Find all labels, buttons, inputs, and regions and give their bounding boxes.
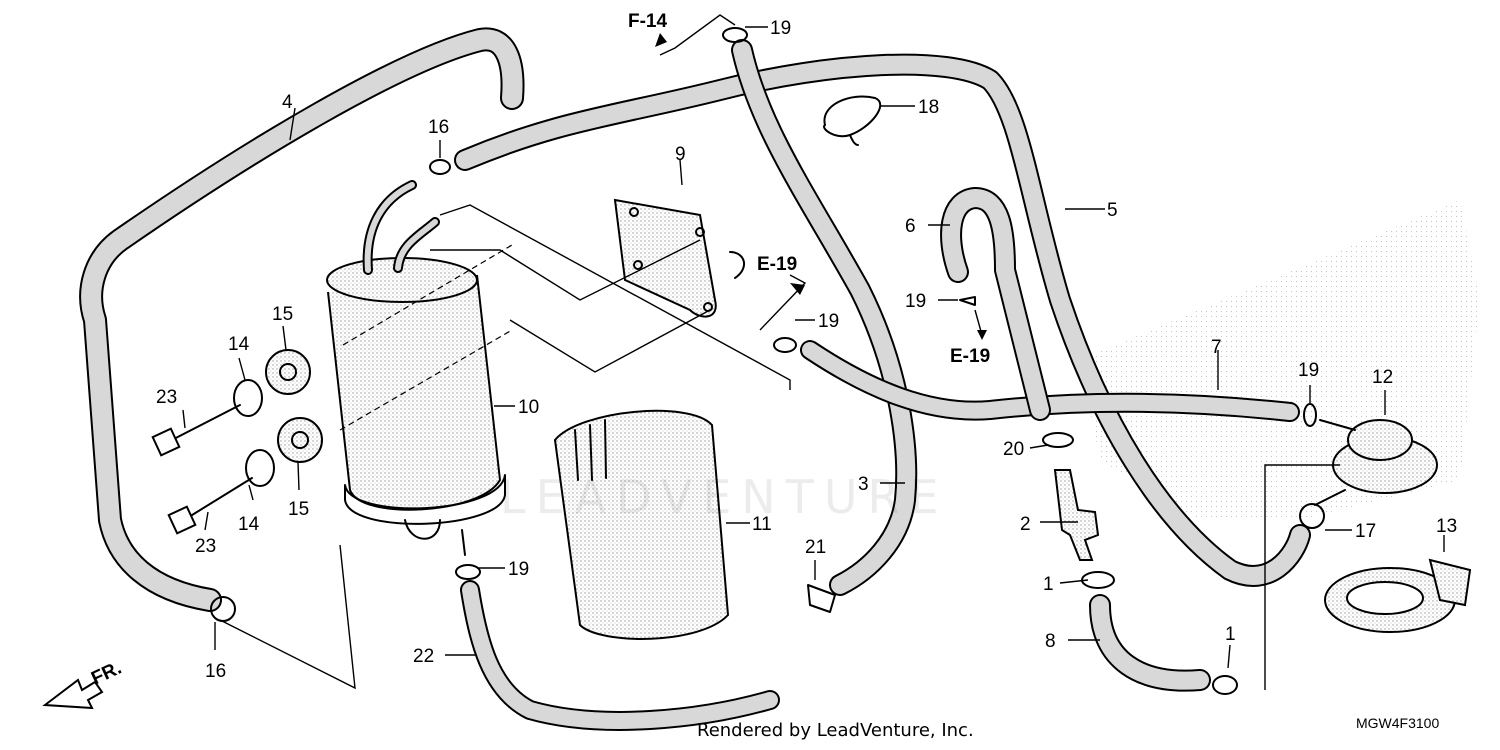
mount-upper [151,349,311,457]
callout-11: 11 [752,514,772,535]
callouts: 1 1 2 3 4 5 6 7 8 9 10 11 12 13 14 14 15… [156,18,1457,682]
callout-19d: 19 [508,559,529,580]
callout-17: 17 [1355,521,1376,542]
hose-6 [940,187,1051,421]
front-arrow: FR. [42,658,125,710]
callout-21: 21 [805,537,826,558]
callout-5: 5 [1107,200,1118,221]
callout-12: 12 [1372,367,1393,388]
rendered-by-footer: Rendered by LeadVenture, Inc. [697,720,974,741]
callout-2: 2 [1020,514,1031,535]
hose-4 [79,27,525,612]
canister-10 [326,180,513,556]
callout-4: 4 [282,92,293,113]
ref-e19-lower[interactable]: E-19 [950,346,990,367]
ref-f14[interactable]: F-14 [628,11,668,32]
clip-18 [823,95,882,146]
ref-e19-upper-arrow [790,283,805,295]
drawing-code: MGW4F3100 [1356,715,1440,731]
callout-15a: 15 [272,304,293,325]
callout-10: 10 [518,397,539,418]
callout-6: 6 [905,216,916,237]
ref-e19-lower-arrow [977,330,987,340]
hose-5 [454,53,1311,587]
hose-3 [731,39,918,596]
valve-12 [1314,419,1438,506]
callout-9: 9 [675,144,686,165]
callout-19a: 19 [770,18,791,39]
callout-19c: 19 [905,291,926,312]
cover-11 [553,409,730,640]
callout-16b: 16 [205,661,226,682]
guide-lines [219,14,1340,690]
callout-19e: 19 [1298,360,1319,381]
callout-13: 13 [1436,516,1457,537]
callout-23b: 23 [195,536,216,557]
holder-13 [1324,558,1472,633]
callout-20: 20 [1003,439,1024,460]
callout-22: 22 [413,646,434,667]
watermark: LEADVENTURE [500,470,949,524]
callout-14a: 14 [228,334,250,355]
hose-22 [460,580,780,731]
callout-14b: 14 [238,514,260,535]
reference-labels: F-14 E-19 E-19 [628,11,990,367]
callout-3: 3 [858,474,869,495]
callout-16a: 16 [428,117,449,138]
callout-1b: 1 [1225,624,1236,645]
hose-7 [800,340,1300,422]
callout-23a: 23 [156,387,177,408]
leader-lines [182,26,1445,669]
bracket-9 [613,198,745,318]
mount-lower [167,417,323,535]
callout-15b: 15 [288,499,309,520]
hose-8 [1089,594,1211,692]
callout-1a: 1 [1043,574,1054,595]
callout-7: 7 [1211,337,1222,358]
callout-18: 18 [918,97,939,118]
callout-19b: 19 [818,311,839,332]
ref-e19-upper[interactable]: E-19 [757,254,797,275]
callout-8: 8 [1045,631,1056,652]
joint-2 [1053,469,1100,561]
ref-f14-arrow [655,33,667,47]
